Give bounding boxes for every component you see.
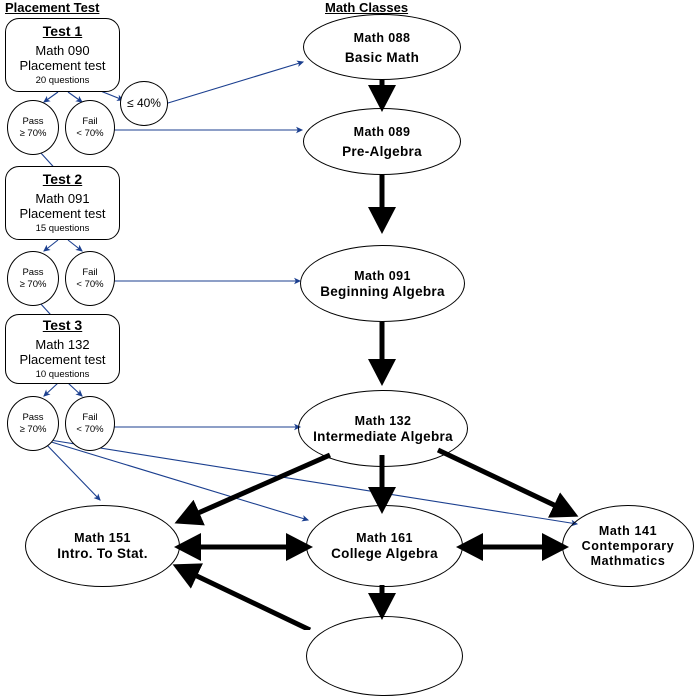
test-3-pass-label: Pass bbox=[22, 412, 44, 423]
edge-test1-pass bbox=[43, 91, 59, 103]
test-1-pass-threshold: ≥ 70% bbox=[19, 127, 47, 139]
test-2-fail-threshold: < 70% bbox=[76, 278, 104, 290]
placement-test-flowchart: Placement Test Math Classes Test 1 Math … bbox=[5, 0, 694, 696]
math-141-name-cont: Mathmatics bbox=[590, 553, 666, 568]
column-header-placement-test: Placement Test bbox=[5, 0, 100, 15]
column-header-math-classes: Math Classes bbox=[325, 0, 409, 15]
test-2-pass-threshold: ≥ 70% bbox=[19, 278, 47, 290]
edge-math132-math141 bbox=[436, 447, 579, 518]
class-node-below-partial[interactable] bbox=[306, 616, 463, 696]
edge-below-math151 bbox=[172, 563, 312, 630]
test-3-course: Math 132 bbox=[35, 337, 90, 352]
test-3-kind: Placement test bbox=[19, 352, 106, 367]
test-2-fail-label: Fail bbox=[82, 267, 98, 278]
math-141-code: Math 141 bbox=[598, 523, 658, 538]
math-091-code: Math 091 bbox=[354, 268, 411, 283]
math-089-name: Pre-Algebra bbox=[342, 144, 422, 159]
class-node-math-161[interactable]: Math 161 College Algebra bbox=[306, 505, 463, 587]
test-1-kind: Placement test bbox=[19, 58, 106, 73]
math-141-name: Contemporary bbox=[581, 538, 675, 553]
edge-test2-pass bbox=[43, 239, 59, 252]
test-3-questions: 10 questions bbox=[35, 369, 90, 380]
math-089-code: Math 089 bbox=[353, 125, 411, 139]
test-2-fail-circle[interactable]: Fail < 70% bbox=[65, 251, 115, 306]
test-3-fail-circle[interactable]: Fail < 70% bbox=[65, 396, 115, 451]
test-2-pass-label: Pass bbox=[22, 267, 44, 278]
test-1-fail-label: Fail bbox=[82, 116, 98, 127]
math-161-code: Math 161 bbox=[356, 531, 413, 545]
edge-test3-fail bbox=[67, 382, 83, 397]
test-3-fail-label: Fail bbox=[82, 412, 98, 423]
class-node-math-151[interactable]: Math 151 Intro. To Stat. bbox=[25, 505, 180, 587]
class-node-math-141[interactable]: Math 141 Contemporary Mathmatics bbox=[562, 505, 694, 587]
test-1-course: Math 090 bbox=[35, 43, 90, 58]
edge-test1-fail bbox=[67, 91, 83, 103]
test-2-questions: 15 questions bbox=[35, 223, 90, 234]
math-091-name: Beginning Algebra bbox=[320, 283, 445, 299]
test-1-fail-circle[interactable]: Fail < 70% bbox=[65, 100, 115, 155]
edge-lowscore-math088 bbox=[167, 60, 305, 104]
class-node-math-091[interactable]: Math 091 Beginning Algebra bbox=[300, 245, 465, 322]
edge-test3-pass bbox=[43, 382, 59, 397]
edge-math132-math151 bbox=[174, 452, 332, 526]
test-1-pass-label: Pass bbox=[22, 116, 44, 127]
test-2-course: Math 091 bbox=[35, 191, 90, 206]
math-161-name: College Algebra bbox=[331, 546, 438, 561]
test-2-kind: Placement test bbox=[19, 206, 106, 221]
test-3-fail-threshold: < 70% bbox=[76, 423, 104, 435]
test-3-pass-threshold: ≥ 70% bbox=[19, 423, 47, 435]
math-088-code: Math 088 bbox=[353, 30, 411, 45]
low-score-circle[interactable]: ≤ 40% bbox=[120, 81, 168, 126]
test-2-title: Test 2 bbox=[42, 171, 83, 187]
test-2-pass-circle[interactable]: Pass ≥ 70% bbox=[7, 251, 59, 306]
math-151-name: Intro. To Stat. bbox=[57, 546, 148, 561]
test-2-box[interactable]: Test 2 Math 091 Placement test 15 questi… bbox=[5, 166, 120, 240]
test-3-pass-circle[interactable]: Pass ≥ 70% bbox=[7, 396, 59, 451]
edge-test2-fail bbox=[67, 239, 83, 252]
math-151-code: Math 151 bbox=[74, 531, 131, 545]
class-node-math-088[interactable]: Math 088 Basic Math bbox=[303, 14, 461, 80]
math-088-name: Basic Math bbox=[344, 49, 420, 65]
class-node-math-132[interactable]: Math 132 Intermediate Algebra bbox=[298, 390, 468, 467]
class-node-math-089[interactable]: Math 089 Pre-Algebra bbox=[303, 108, 461, 175]
test-1-pass-circle[interactable]: Pass ≥ 70% bbox=[7, 100, 59, 155]
test-1-box[interactable]: Test 1 Math 090 Placement test 20 questi… bbox=[5, 18, 120, 92]
test-3-box[interactable]: Test 3 Math 132 Placement test 10 questi… bbox=[5, 314, 120, 384]
test-1-questions: 20 questions bbox=[35, 75, 90, 86]
test-1-title: Test 1 bbox=[42, 23, 83, 39]
test-1-fail-threshold: < 70% bbox=[76, 127, 104, 139]
math-132-name: Intermediate Algebra bbox=[313, 428, 453, 444]
test-3-title: Test 3 bbox=[42, 317, 83, 333]
low-score-label: ≤ 40% bbox=[127, 95, 161, 110]
math-132-code: Math 132 bbox=[354, 413, 412, 428]
